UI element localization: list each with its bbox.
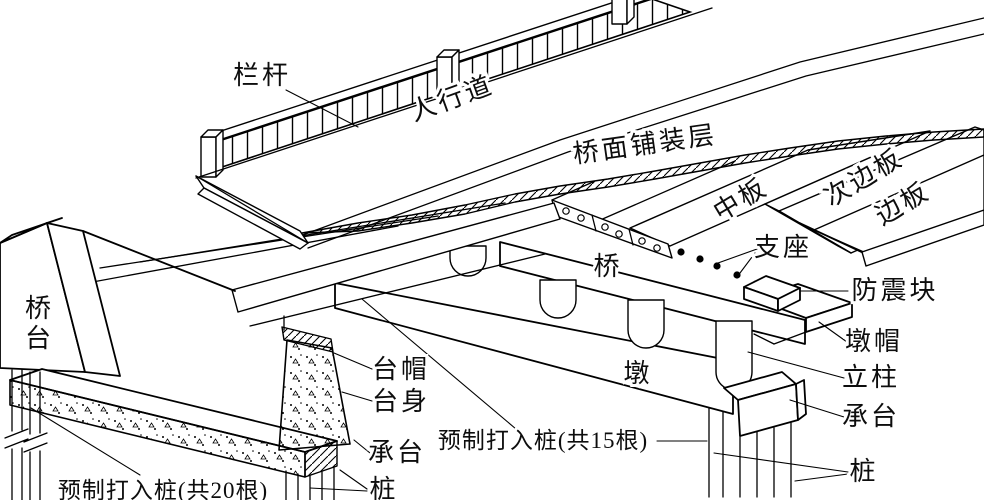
abutment-shelf-edge (82, 230, 236, 292)
label-pier-piles-note: 预制打入桩(共15根) (438, 428, 648, 453)
sidewalk-end-wedge (195, 175, 309, 250)
leader-bearing (717, 248, 758, 274)
left-span-slab-face (231, 202, 561, 313)
railing-post-2 (436, 49, 460, 98)
sub-edge-slab-cut-face (764, 203, 852, 254)
leader-pier-piles-note (361, 298, 708, 442)
label-railing: 栏杆 (233, 61, 291, 90)
leader-lines (30, 89, 849, 492)
right-span-slabs (551, 126, 984, 267)
label-pier-cap: 墩帽 (845, 327, 903, 356)
label-abutment-cap: 台帽 (372, 355, 430, 384)
abutment (0, 217, 351, 500)
label-abutment: 桥台 (22, 294, 51, 354)
railing (195, 0, 713, 179)
abutment-wall-top (0, 217, 63, 244)
label-pier-pile-cap: 承台 (842, 402, 900, 431)
hollow-core-holes (562, 207, 661, 252)
label-pier-lower-char: 墩 (623, 359, 652, 388)
bearing-dots (677, 248, 760, 288)
abutment-cap-shape (281, 326, 334, 353)
pier-pile-cap-side (795, 379, 807, 421)
sidewalk-edge (195, 7, 713, 179)
leader-column (747, 351, 845, 379)
text-labels: 栏杆 人行道 桥面铺装层 中板 次边板 边板 支座 防震块 墩帽 立柱 承台 桩… (19, 58, 939, 500)
far-roadway-edge (299, 17, 984, 249)
pier-cap-beam (499, 241, 806, 345)
leader-abutment-pile (309, 469, 368, 492)
label-abutment-pile-cap: 承台 (368, 438, 426, 467)
pier-column-2 (539, 279, 577, 319)
label-pier-upper-char: 桥 (593, 252, 622, 281)
railing-post-3 (611, 0, 635, 25)
label-abutment-piles-note: 预制打入桩(共20根) (58, 478, 268, 500)
label-column: 立柱 (842, 363, 900, 392)
label-pier-pile: 桩 (849, 457, 878, 486)
leader-abutment-body (341, 391, 373, 402)
leader-railing (285, 89, 359, 128)
label-bearing: 支座 (754, 233, 812, 262)
railing-post-1 (200, 129, 224, 178)
pier-lower-beam (334, 282, 734, 415)
anti-seismic-block (743, 275, 801, 312)
abutment-body-shape (278, 339, 351, 451)
leader-pier-pile-cap (789, 399, 845, 418)
leader-abutment-pile-cap (353, 439, 371, 454)
deck-pavement-band (301, 128, 984, 234)
label-abutment-body: 台身 (372, 387, 430, 416)
pier-column-3 (627, 299, 665, 349)
pier-column-1 (449, 245, 487, 277)
leader-pier-cap (818, 321, 848, 343)
label-abutment-pile: 桩 (369, 475, 398, 500)
leader-abutment-cap (333, 352, 373, 370)
leader-pier-pile (713, 452, 849, 482)
abutment-buttress (46, 222, 121, 377)
left-span-slabs (231, 202, 561, 327)
pile-break-marks (4, 428, 48, 453)
abutment-left-piles (4, 369, 48, 500)
leader-abutment-piles-note (30, 407, 141, 476)
pier (334, 241, 807, 498)
edge-slab-front-face (861, 209, 984, 267)
pier-column-4 (715, 320, 753, 391)
label-anti-seismic-block: 防震块 (851, 276, 938, 305)
